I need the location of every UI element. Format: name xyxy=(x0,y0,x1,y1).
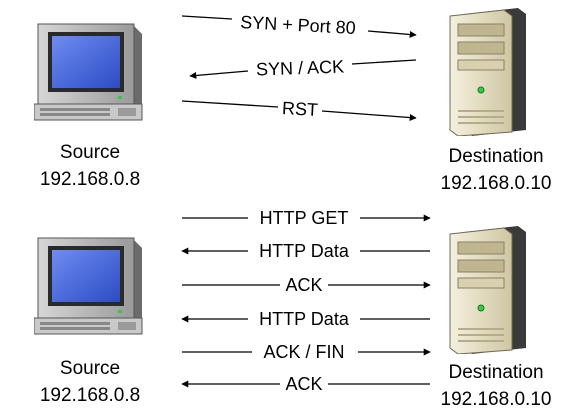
message-label: ACK xyxy=(285,275,322,295)
top-source-name: Source xyxy=(60,142,120,163)
bottom-source-ip: 192.168.0.8 xyxy=(40,385,140,406)
message-label: ACK xyxy=(285,374,322,394)
bottom-exchange: Source 192.168.0.8 Destination 192.168.0… xyxy=(34,208,551,410)
message-label: SYN + Port 80 xyxy=(240,12,356,38)
top-destination-name: Destination xyxy=(448,146,543,167)
top-source-ip: 192.168.0.8 xyxy=(40,169,140,190)
message-label: RST xyxy=(282,98,319,120)
message-label: ACK / FIN xyxy=(263,342,344,362)
bottom-destination-ip: 192.168.0.10 xyxy=(441,389,552,410)
message-label: SYN / ACK xyxy=(256,56,345,79)
server-tower-icon xyxy=(449,225,527,354)
message-label: HTTP GET xyxy=(260,208,349,228)
desktop-computer-icon xyxy=(34,23,143,121)
message-http-data-1: HTTP Data xyxy=(181,241,430,261)
desktop-computer-icon xyxy=(34,237,143,335)
message-syn-port80: SYN + Port 80 xyxy=(181,12,417,38)
message-ack-1: ACK xyxy=(182,275,431,295)
message-label: HTTP Data xyxy=(259,309,350,329)
server-tower-icon xyxy=(449,7,527,136)
message-http-data-2: HTTP Data xyxy=(181,309,430,329)
bottom-source-name: Source xyxy=(60,358,120,379)
message-http-get: HTTP GET xyxy=(182,208,431,228)
message-rst: RST xyxy=(181,98,417,122)
top-destination-ip: 192.168.0.10 xyxy=(441,173,552,194)
top-exchange: Source 192.168.0.8 Destination 192.168.0… xyxy=(34,7,552,194)
message-ack-fin: ACK / FIN xyxy=(182,342,431,362)
message-label: HTTP Data xyxy=(259,241,350,261)
bottom-destination-name: Destination xyxy=(448,362,543,383)
message-syn-ack: SYN / ACK xyxy=(189,56,417,80)
message-ack-2: ACK xyxy=(181,374,430,394)
